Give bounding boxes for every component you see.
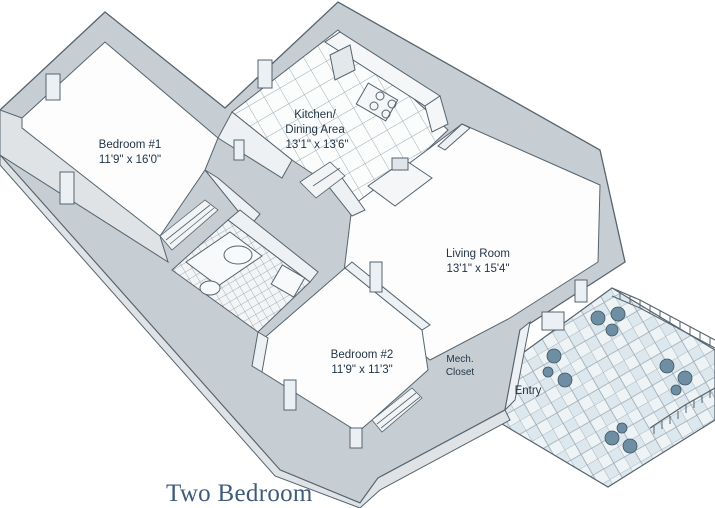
mech-closet-label: Mech. Closet — [446, 354, 475, 378]
plan-title: Two Bedroom — [166, 480, 313, 507]
bathroom-fixtures — [185, 231, 306, 298]
bedroom1-size: 11'9" x 16'0" — [99, 154, 161, 166]
kitchen-counters — [324, 31, 449, 207]
patio-furniture — [542, 306, 693, 454]
kitchen-name-line2: Dining Area — [285, 124, 345, 136]
windows — [45, 59, 588, 449]
mech-closet-line2: Closet — [446, 367, 475, 378]
bedroom2-name: Bedroom #2 — [331, 349, 394, 361]
closets — [159, 161, 423, 433]
living-room-size: 13'1" x 15'4" — [446, 263, 509, 275]
bedroom2-label: Bedroom #2 11'9" x 11'3" — [331, 349, 394, 376]
mech-closet-line1: Mech. — [446, 354, 473, 365]
living-room-name: Living Room — [446, 248, 510, 260]
entry-label: Entry — [515, 385, 542, 397]
kitchen-name-line1: Kitchen/ — [294, 109, 336, 121]
bedroom1-name: Bedroom #1 — [99, 139, 162, 151]
kitchen-size: 13'1" x 13'6" — [285, 139, 348, 151]
living-room-label: Living Room 13'1" x 15'4" — [446, 248, 510, 275]
bedroom2-size: 11'9" x 11'3" — [331, 364, 392, 376]
bedroom1-label: Bedroom #1 11'9" x 16'0" — [99, 139, 162, 166]
kitchen-label: Kitchen/ Dining Area 13'1" x 13'6" — [285, 109, 348, 151]
interior-walls — [204, 111, 531, 412]
